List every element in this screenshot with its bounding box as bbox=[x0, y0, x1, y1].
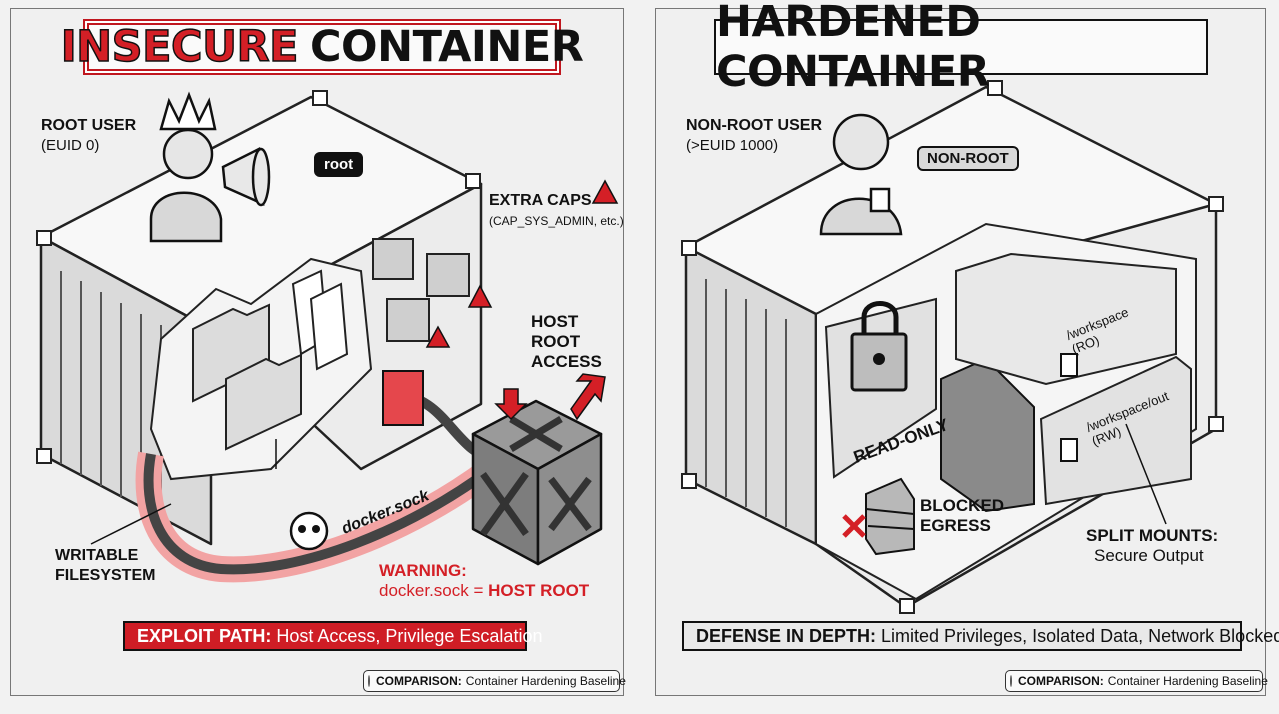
padlock-icon bbox=[850, 301, 908, 392]
skull-icon bbox=[289, 511, 329, 551]
host-root-access-label: HOST ROOT ACCESS bbox=[531, 312, 602, 372]
exploit-path-banner: EXPLOIT PATH: Host Access, Privilege Esc… bbox=[123, 621, 542, 651]
host-root-line1: HOST bbox=[531, 312, 579, 331]
warning-host-root: HOST ROOT bbox=[488, 581, 590, 600]
circle-icon bbox=[1010, 675, 1012, 687]
insecure-container-illustration bbox=[36, 90, 619, 583]
extra-caps-sub: (CAP_SYS_ADMIN, etc.) bbox=[489, 214, 624, 228]
insecure-panel: INSECURE CONTAINER ROOT USER (EUID 0) ro… bbox=[10, 8, 626, 696]
non-root-user-sub: (>EUID 1000) bbox=[686, 137, 779, 154]
writable-line2: FILESYSTEM bbox=[55, 567, 156, 584]
badge-icon bbox=[869, 187, 891, 213]
banner-bold: EXPLOIT PATH: bbox=[137, 625, 272, 646]
title-red-word: INSECURE bbox=[60, 21, 299, 73]
split-line1: SPLIT MOUNTS: bbox=[1086, 526, 1219, 545]
non-root-user-title: NON-ROOT USER bbox=[686, 117, 822, 134]
comparison-footer: COMPARISON: Container Hardening Baseline bbox=[1005, 670, 1268, 692]
footer-bold: COMPARISON: bbox=[376, 674, 462, 688]
split-line2: Secure Output bbox=[1094, 546, 1204, 565]
non-root-user-label: NON-ROOT USER (>EUID 1000) bbox=[686, 116, 822, 156]
padlock-icon bbox=[426, 253, 470, 297]
document-icon bbox=[1060, 353, 1078, 462]
root-user-label: ROOT USER (EUID 0) bbox=[41, 116, 136, 156]
host-root-line3: ACCESS bbox=[531, 352, 602, 371]
blocked-line2: EGRESS bbox=[920, 516, 991, 535]
blocked-line1: BLOCKED bbox=[920, 496, 1005, 515]
hardened-title: HARDENED CONTAINER bbox=[714, 0, 1208, 97]
megaphone-icon bbox=[221, 147, 271, 207]
warning-title: WARNING: bbox=[379, 561, 467, 580]
non-root-tag: NON-ROOT bbox=[917, 146, 1019, 171]
banner-bold: DEFENSE IN DEPTH: bbox=[696, 625, 877, 646]
extra-caps-title: EXTRA CAPS bbox=[489, 192, 592, 209]
banner-text: Limited Privileges, Isolated Data, Netwo… bbox=[881, 625, 1279, 646]
warning-label: WARNING: docker.sock = HOST ROOT bbox=[379, 561, 589, 601]
banner-text: Host Access, Privilege Escalation bbox=[276, 625, 543, 646]
root-user-sub: (EUID 0) bbox=[41, 137, 100, 154]
blocked-egress-label: BLOCKED EGRESS bbox=[920, 496, 1004, 536]
x-mark-icon bbox=[842, 514, 866, 538]
crown-icon bbox=[159, 91, 217, 131]
footer-text: Container Hardening Baseline bbox=[1107, 674, 1268, 688]
extra-caps-label: EXTRA CAPS (CAP_SYS_ADMIN, etc.) bbox=[489, 191, 624, 231]
footer-text: Container Hardening Baseline bbox=[465, 674, 626, 688]
warning-text: docker.sock = bbox=[379, 581, 489, 600]
brick-wall-icon bbox=[865, 477, 915, 556]
host-root-line2: ROOT bbox=[531, 332, 581, 351]
root-tag: root bbox=[314, 152, 364, 177]
hardened-container-illustration bbox=[681, 80, 1224, 614]
padlock-icon bbox=[372, 238, 414, 280]
circle-icon bbox=[368, 675, 370, 687]
padlock-icon bbox=[386, 298, 430, 342]
non-root-user-figure bbox=[819, 113, 903, 236]
hardened-title-text: HARDENED CONTAINER bbox=[716, 0, 990, 97]
comparison-footer: COMPARISON: Container Hardening Baseline bbox=[363, 670, 626, 692]
footer-bold: COMPARISON: bbox=[1018, 674, 1104, 688]
root-user-figure bbox=[149, 128, 223, 243]
root-user-title: ROOT USER bbox=[41, 117, 137, 134]
x-mark-icon bbox=[480, 415, 592, 537]
folder-icon bbox=[192, 303, 302, 451]
writable-line1: WRITABLE bbox=[55, 547, 139, 564]
hardened-panel: HARDENED CONTAINER NON-ROOT USER (>EUID … bbox=[655, 0, 1279, 696]
split-mounts-label: SPLIT MOUNTS: Secure Output bbox=[1086, 526, 1218, 566]
insecure-title: INSECURE CONTAINER bbox=[60, 19, 584, 75]
writable-filesystem-label: WRITABLE FILESYSTEM bbox=[55, 546, 155, 586]
warning-icon bbox=[425, 179, 619, 348]
document-icon bbox=[291, 269, 349, 371]
defense-in-depth-banner: DEFENSE IN DEPTH: Limited Privileges, Is… bbox=[682, 621, 1279, 651]
title-dark-word: CONTAINER bbox=[309, 22, 584, 72]
